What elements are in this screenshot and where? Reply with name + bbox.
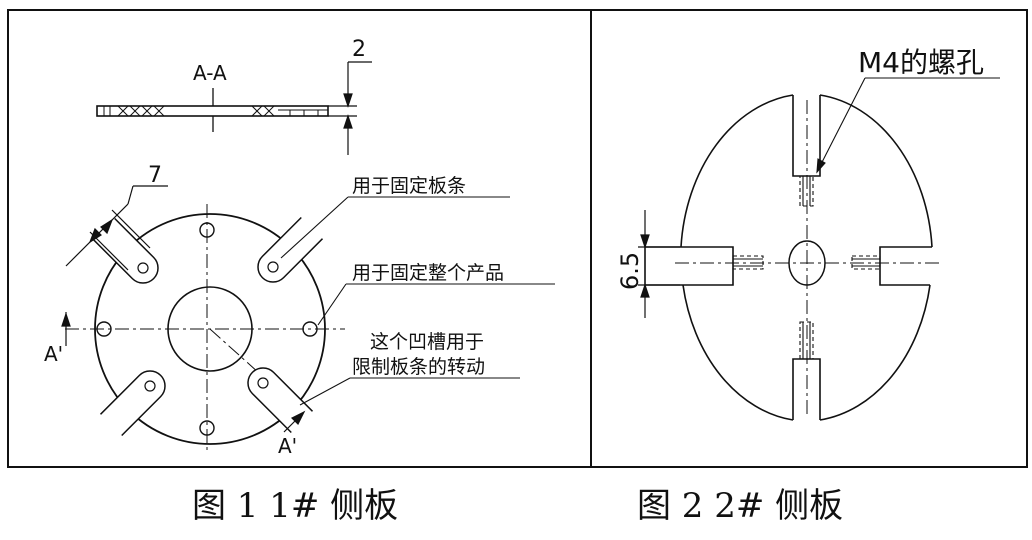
panel-2-frame	[590, 9, 1028, 468]
disk2-arc-upper-left	[680, 94, 794, 248]
section-mark-left: A'	[44, 342, 63, 366]
disk2-arc-upper-right	[819, 94, 933, 248]
notch-width-dim-text: 6.5	[616, 252, 644, 290]
section-hatch-right	[251, 105, 328, 117]
notch-right	[879, 246, 932, 286]
disk2-arc-lower-left	[682, 284, 794, 421]
note-groove-line2: 限制板条的转动	[352, 356, 485, 378]
notch-width-dimension	[638, 210, 680, 318]
slot-upper-left	[92, 217, 159, 284]
caption-figure-1: 图 1 1# 侧板	[192, 486, 398, 526]
mount-hole-top	[199, 222, 215, 238]
mount-hole-right	[302, 321, 318, 337]
mount-hole-left	[96, 321, 112, 337]
figure-1: A-A 2	[44, 37, 555, 458]
note-groove-line1: 这个凹槽用于	[370, 331, 484, 353]
annotation-leaders	[280, 196, 555, 406]
thickness-dim-text: 2	[352, 37, 366, 62]
note-fix-product: 用于固定整个产品	[352, 262, 504, 284]
caption-figure-2: 图 2 2# 侧板	[637, 486, 843, 526]
disk2-centerlines	[675, 100, 940, 418]
notch-left	[644, 246, 734, 286]
section-plate	[96, 105, 329, 117]
disk-centerlines	[65, 204, 345, 452]
section-arrow-right	[283, 410, 306, 433]
thickness-dimension	[328, 61, 372, 155]
hole-leader	[816, 77, 1000, 174]
mount-hole-bottom	[199, 420, 215, 436]
hole-label: M4的螺孔	[858, 46, 984, 79]
section-arrow-left	[61, 312, 71, 346]
slot-lower-left	[99, 370, 166, 437]
section-title: A-A	[193, 61, 227, 85]
tapped-hole-right	[851, 255, 881, 270]
slot-width-dim-text: 7	[148, 163, 162, 188]
note-fix-slats: 用于固定板条	[352, 175, 466, 197]
figure-2: 6.5 M4的螺孔	[616, 46, 1000, 421]
disk2-arc-lower-right	[819, 284, 931, 421]
section-mark-right: A'	[278, 434, 297, 458]
disk2-outline	[645, 91, 793, 285]
slot-width-dimension	[65, 185, 168, 271]
section-hatch-left	[103, 105, 165, 117]
